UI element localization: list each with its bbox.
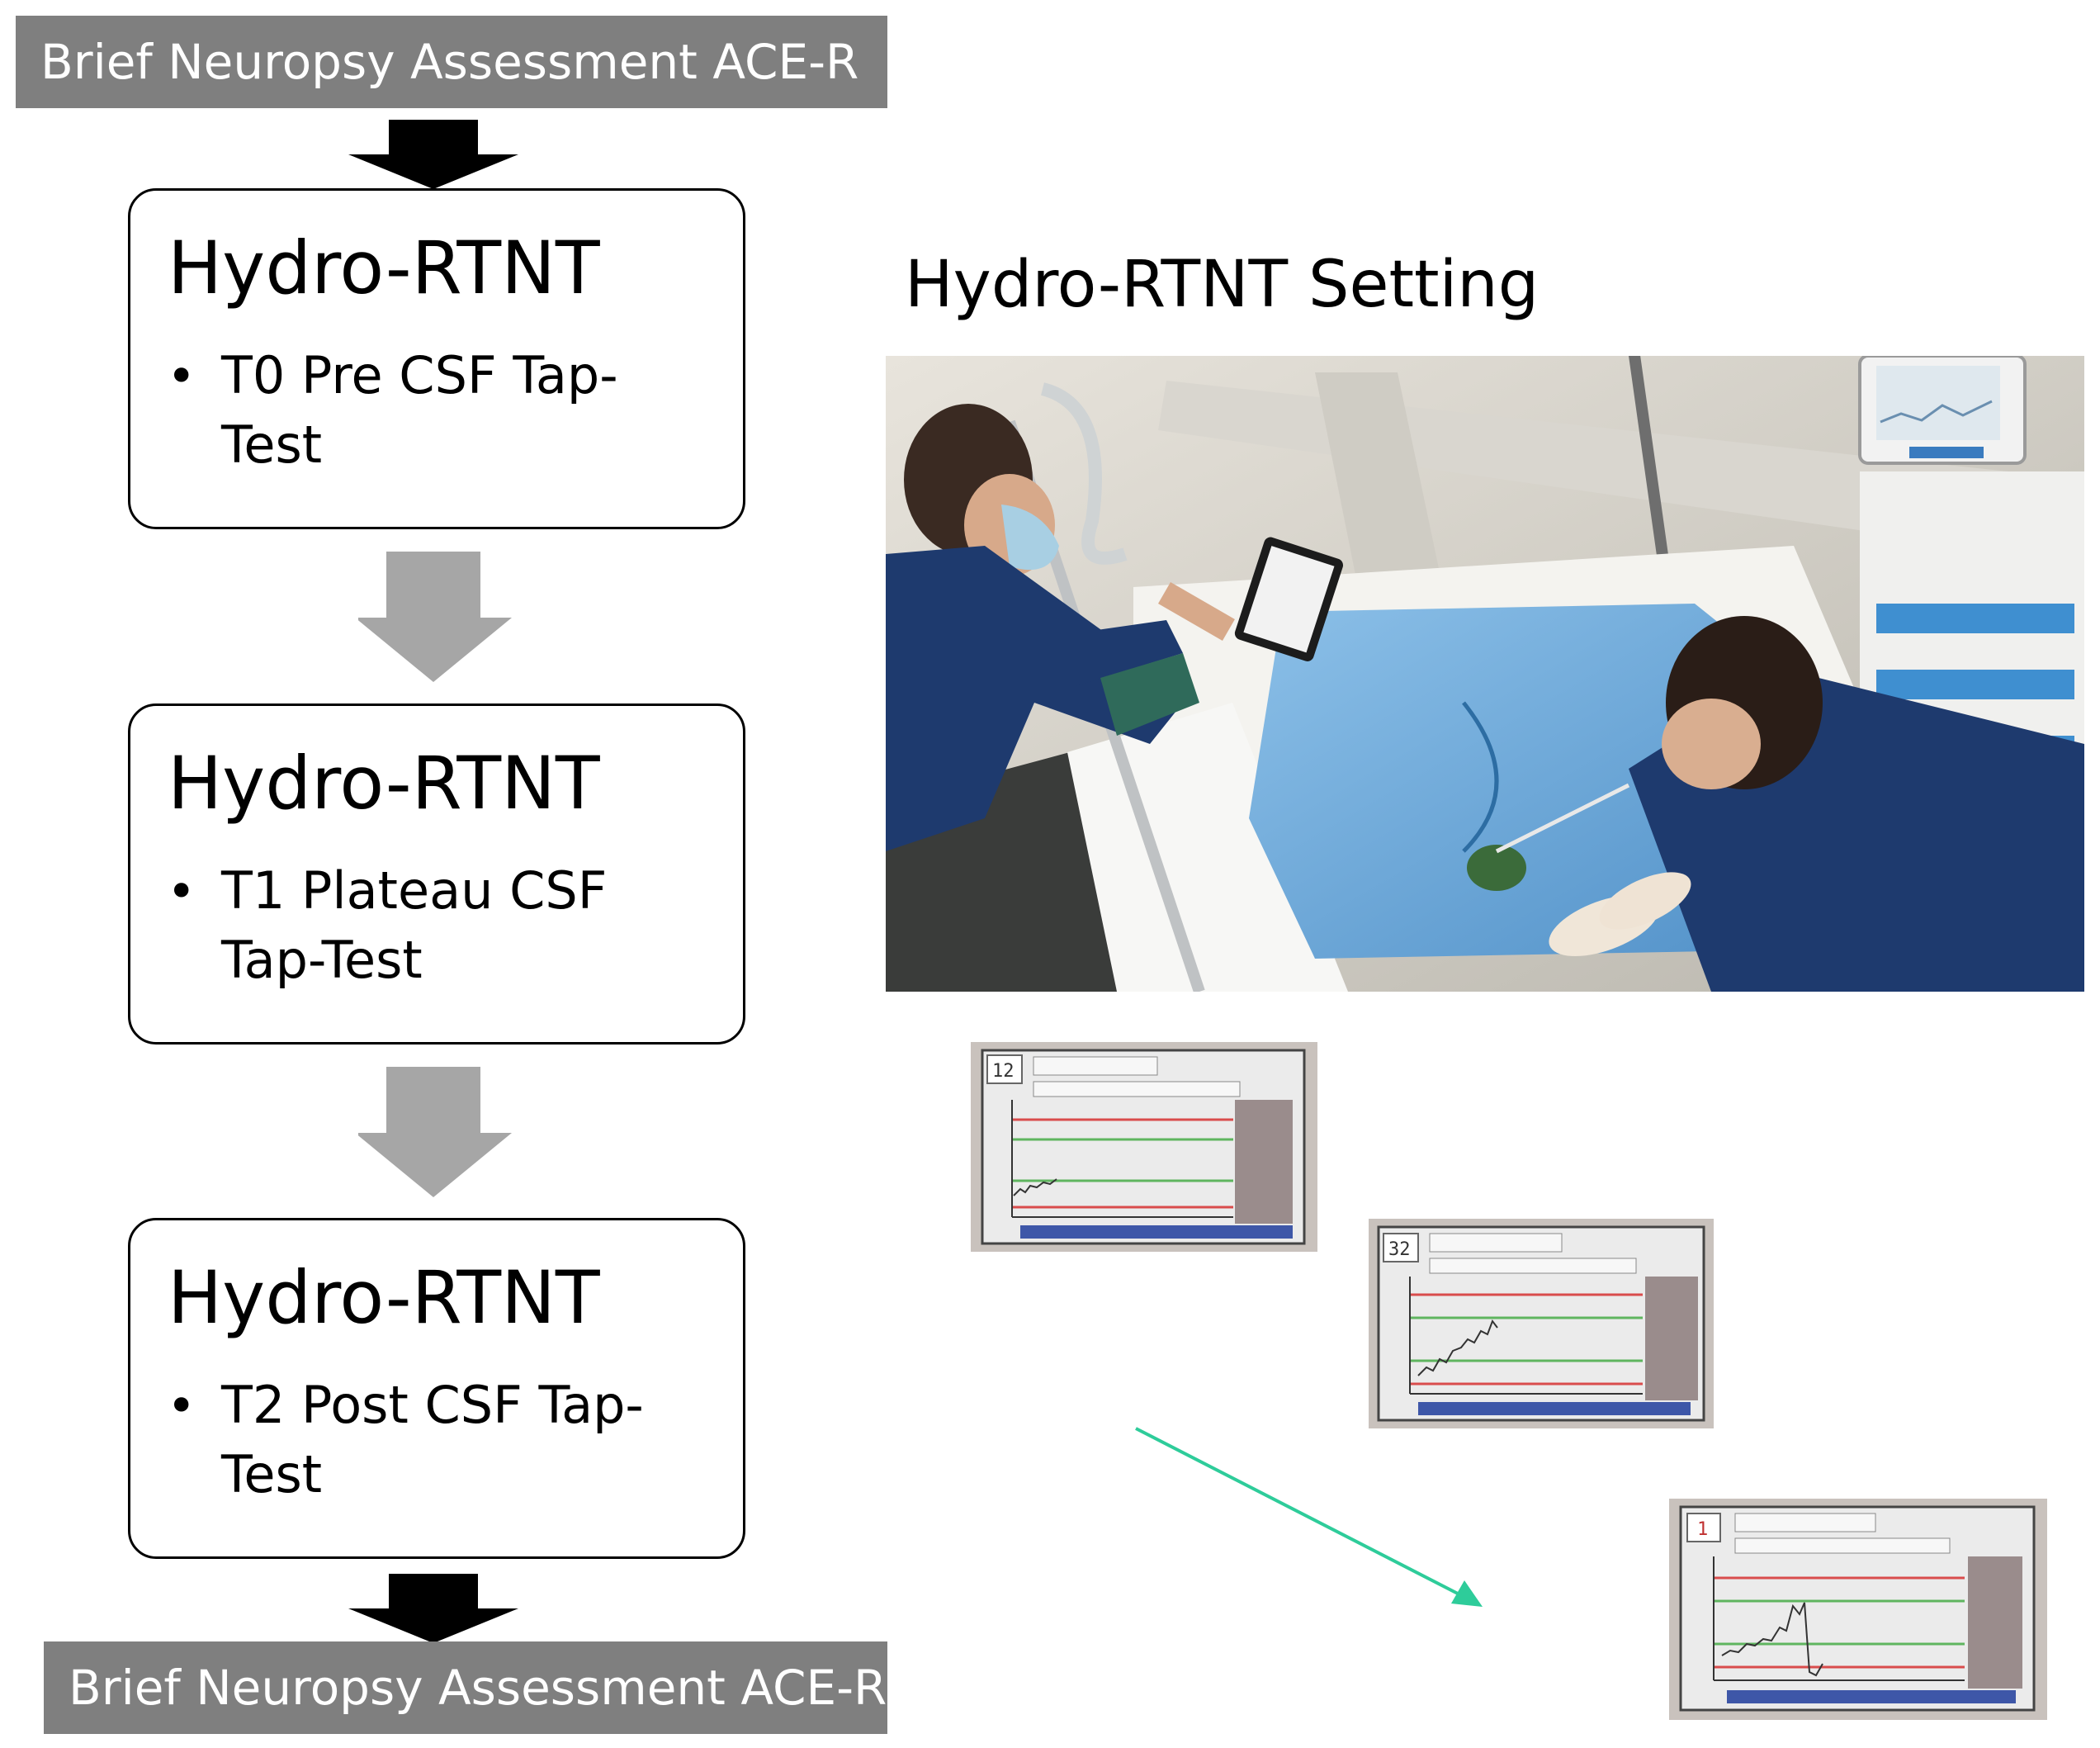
screen-value: 1 [1697,1519,1708,1540]
down-arrow-gray-1 [358,552,512,682]
down-arrow-black-top [348,120,518,189]
bullet-dot: • [167,1377,196,1435]
down-arrow-black-bottom [348,1574,518,1643]
step-title: Hydro-RTNT [168,741,600,826]
bottom-banner-label: Brief Neuropsy Assessment ACE-R [69,1660,887,1716]
bottom-banner: Brief Neuropsy Assessment ACE-R [44,1641,887,1734]
step-item: T0 Pre CSF Tap-Test [221,345,618,475]
setting-title: Hydro-RTNT Setting [905,248,1540,322]
top-banner-label: Brief Neuropsy Assessment ACE-R [40,34,859,90]
bullet-dot: • [167,863,196,921]
step-box-t2: Hydro-RTNT • T2 Post CSF Tap-Test [128,1218,745,1559]
monitor-screen-t1: 32 [1369,1219,1714,1428]
monitor-screen-t0: 12 [971,1042,1317,1252]
screen-value: 12 [992,1061,1015,1082]
step-item: T1 Plateau CSF Tap-Test [221,860,608,990]
top-banner: Brief Neuropsy Assessment ACE-R [16,16,887,108]
step-box-t1: Hydro-RTNT • T1 Plateau CSF Tap-Test [128,703,745,1045]
step-title: Hydro-RTNT [168,1255,600,1340]
trend-arrow [1135,1427,1483,1607]
step-item: T2 Post CSF Tap-Test [221,1375,644,1504]
step-title: Hydro-RTNT [168,225,600,310]
monitor-screen-t2: 1 [1669,1499,2047,1720]
clinical-setting-photo [886,356,2084,992]
screen-value: 32 [1388,1239,1411,1260]
step-box-t0: Hydro-RTNT • T0 Pre CSF Tap-Test [128,188,745,529]
bullet-dot: • [167,348,196,405]
down-arrow-gray-2 [358,1067,512,1197]
